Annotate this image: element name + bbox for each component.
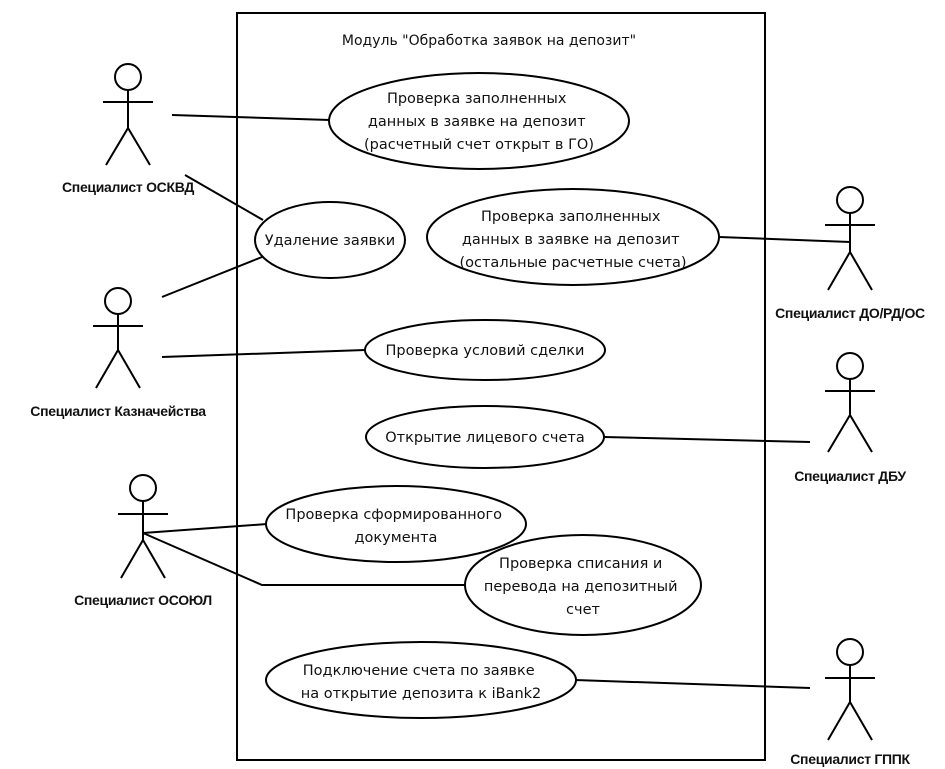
svg-text:Проверка сформированного: Проверка сформированного документа [285, 507, 506, 546]
actor-dbu: Специалист ДБУ [794, 352, 907, 484]
actor-label: Специалист ОСКВД [62, 179, 194, 195]
use-case-open-personal-account: Открытие лицевого счета [365, 405, 605, 469]
use-case-line: Проверка заполненных [481, 209, 661, 225]
svg-text:Проверка условий сделки: Проверка условий сделки [386, 343, 585, 359]
svg-text:Удаление заявки: Удаление заявки [265, 233, 395, 249]
assoc-treasury-delete [161, 256, 263, 298]
use-case-line: (остальные расчетные счета) [459, 255, 686, 271]
actor-label: Специалист ОСОЮЛ [74, 592, 212, 608]
use-case-ellipse [265, 641, 577, 719]
actor-osked: Специалист ОСКВД [62, 63, 195, 195]
use-case-line: Подключение счета по заявке [303, 663, 535, 679]
use-case-ellipse [328, 72, 630, 170]
actor-osoyul: Специалист ОСОЮЛ [74, 474, 212, 608]
use-case-line: счет [566, 602, 600, 618]
actor-head [836, 638, 864, 666]
use-case-ellipse [365, 405, 605, 469]
svg-text:Открытие лицевого счета: Открытие лицевого счета [385, 430, 584, 446]
assoc-gppk-ibank [574, 679, 811, 689]
use-case-check-data-go: Проверка заполненных данных в заявке на … [328, 72, 630, 170]
assoc-osoyul-debit [142, 532, 465, 586]
system-title: Модуль "Обработка заявок на депозит" [342, 33, 636, 49]
assoc-dbu-open-account [603, 436, 811, 443]
actor-head [129, 474, 157, 502]
use-case-line: документа [355, 530, 438, 546]
use-case-line: данных в заявке на депозит [462, 232, 680, 248]
use-case-line: Удаление заявки [265, 233, 395, 249]
actor-treasury: Специалист Казначейства [30, 287, 206, 419]
use-case-line: (расчетный счет открыт в ГО) [364, 137, 594, 153]
use-case-ellipse [426, 188, 720, 286]
actor-do-rd-os: Специалист ДО/РД/ОС [775, 186, 925, 321]
actor-label: Специалист ДО/РД/ОС [775, 305, 925, 321]
use-case-ellipse [464, 534, 702, 636]
use-case-line: Проверка сформированного [285, 507, 502, 523]
use-case-check-document: Проверка сформированного документа [265, 485, 527, 563]
use-case-ellipse [364, 319, 606, 381]
svg-text:Проверка заполненных дан: Проверка заполненных данных в заявке на … [459, 209, 686, 271]
use-case-check-debit-transfer: Проверка списания и перевода на депозитн… [464, 534, 702, 636]
actor-head [836, 352, 864, 380]
use-case-connect-ibank: Подключение счета по заявке на открытие … [265, 641, 577, 719]
use-case-check-data-other: Проверка заполненных данных в заявке на … [426, 188, 720, 286]
actor-label: Специалист ДБУ [794, 468, 906, 484]
assoc-osoyul-document [142, 523, 268, 534]
use-case-line: Проверка списания и [499, 556, 662, 572]
actor-head [104, 287, 132, 315]
use-case-line: данных в заявке на депозит [368, 114, 586, 130]
use-case-delete-request: Удаление заявки [254, 201, 406, 279]
use-case-line: Открытие лицевого счета [385, 430, 584, 446]
assoc-do-check-data-other [718, 236, 851, 243]
actor-gppk: Специалист ГППК [790, 638, 911, 767]
use-case-line: Проверка условий сделки [386, 343, 585, 359]
assoc-osked-check-data-go [171, 114, 331, 121]
use-case-check-terms: Проверка условий сделки [364, 319, 606, 381]
use-case-ellipse [254, 201, 406, 279]
use-case-line: на открытие депозита к iBank2 [301, 686, 542, 702]
svg-text:Подключение счета по заявке: Подключение счета по заявке на открытие … [301, 663, 542, 702]
use-case-line: Проверка заполненных [387, 91, 567, 107]
assoc-treasury-terms [161, 349, 366, 358]
svg-text:Проверка списания и пере: Проверка списания и перевода на депозитн… [484, 556, 682, 618]
actor-head [836, 186, 864, 214]
actor-label: Специалист Казначейства [30, 403, 206, 419]
associations [142, 114, 851, 689]
svg-text:Проверка заполненных дан: Проверка заполненных данных в заявке на … [364, 91, 594, 153]
assoc-osked-delete [184, 174, 264, 221]
use-case-line: перевода на депозитный [484, 579, 678, 595]
use-case-ellipse [265, 485, 527, 563]
actor-head [114, 63, 142, 91]
actor-label: Специалист ГППК [790, 751, 910, 767]
